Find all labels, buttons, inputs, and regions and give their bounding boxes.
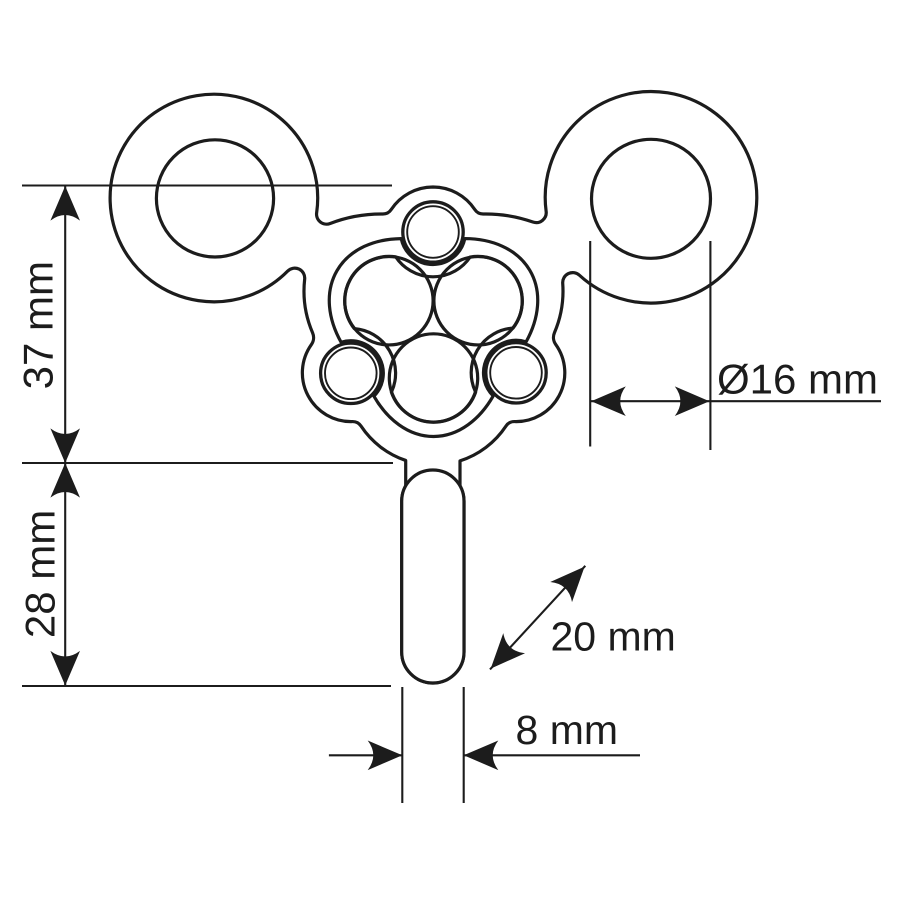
svg-text:8 mm: 8 mm	[516, 707, 619, 753]
svg-text:20 mm: 20 mm	[551, 614, 676, 660]
svg-text:37 mm: 37 mm	[15, 261, 62, 389]
svg-text:Ø16 mm: Ø16 mm	[717, 356, 878, 403]
svg-text:28 mm: 28 mm	[16, 510, 63, 638]
